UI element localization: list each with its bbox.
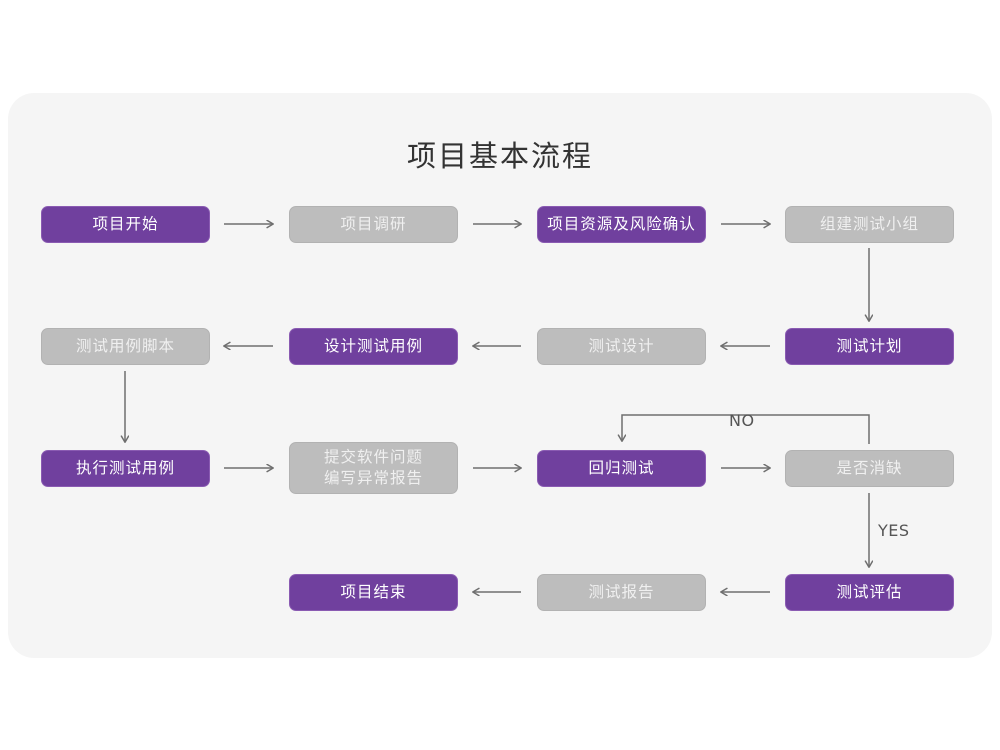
node-project-start[interactable]: 项目开始 — [41, 206, 210, 243]
node-test-evaluation[interactable]: 测试评估 — [785, 574, 954, 611]
diagram-card — [8, 93, 992, 658]
node-test-design[interactable]: 测试设计 — [537, 328, 706, 365]
node-test-plan[interactable]: 测试计划 — [785, 328, 954, 365]
node-defect-cleared[interactable]: 是否消缺 — [785, 450, 954, 487]
node-test-report[interactable]: 测试报告 — [537, 574, 706, 611]
node-submit-defect-report[interactable]: 提交软件问题 编写异常报告 — [289, 442, 458, 494]
node-execute-test-case[interactable]: 执行测试用例 — [41, 450, 210, 487]
node-design-test-case[interactable]: 设计测试用例 — [289, 328, 458, 365]
edge-label-no: NO — [729, 411, 755, 430]
node-resource-risk-confirm[interactable]: 项目资源及风险确认 — [537, 206, 706, 243]
edge-label-yes: YES — [878, 521, 910, 540]
node-test-case-script[interactable]: 测试用例脚本 — [41, 328, 210, 365]
page-title: 项目基本流程 — [406, 139, 593, 173]
node-build-test-team[interactable]: 组建测试小组 — [785, 206, 954, 243]
node-regression-test[interactable]: 回归测试 — [537, 450, 706, 487]
node-project-research[interactable]: 项目调研 — [289, 206, 458, 243]
node-project-end[interactable]: 项目结束 — [289, 574, 458, 611]
